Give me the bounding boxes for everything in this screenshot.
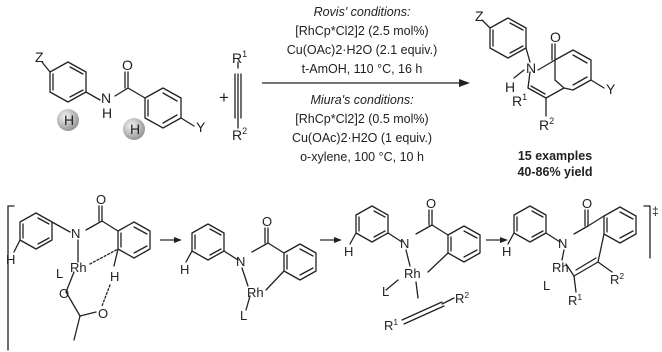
rovis-catalyst: [RhCp*Cl2]2 (2.5 mol%) [295,24,428,38]
h-label: H [6,252,15,267]
r2-label: R2 [455,290,469,306]
o-label: O [98,306,108,321]
l-label: L [382,284,389,299]
n-label: N [236,254,245,269]
h-label: H [180,262,189,277]
y-label: Y [606,81,616,97]
r1-label: R1 [232,49,247,66]
h-label: H [505,79,515,95]
l-label: L [240,308,247,323]
rovis-title: Rovis' conditions: [314,5,411,19]
arrowhead [459,79,470,87]
yield-range: 40-86% yield [517,165,592,179]
n-label: N [558,236,567,251]
plus-sign: + [219,88,229,107]
cmd-intermediate: N O H L Rh H O O [6,192,151,341]
rh-label: Rh [404,266,421,281]
o-label: O [96,192,106,207]
miura-conditions: Miura's conditions: [RhCp*Cl2]2 (0.5 mol… [292,93,432,164]
r1-label: R1 [512,92,527,109]
r1-label: R1 [568,292,582,308]
miura-catalyst: [RhCp*Cl2]2 (0.5 mol%) [295,112,428,126]
h-label: H [102,105,112,121]
r2-label: R2 [539,116,554,133]
h-atom-sphere [57,109,79,131]
z-label: Z [35,49,44,65]
o-label: O [550,29,561,45]
l-label: L [543,278,550,293]
alkyne: R1 R2 [232,49,247,143]
o-label: O [582,196,592,211]
starting-benzanilide: Z N H O H H Y [35,49,206,140]
rh-label: Rh [552,260,569,275]
rh-label: Rh [247,285,264,300]
arrowhead [174,237,182,243]
rh-label: Rh [70,260,87,275]
n-label: N [526,60,536,76]
mechanism-bracket: ‡ [7,204,659,351]
h-label: H [130,121,140,137]
transition-state-dagger: ‡ [652,204,659,218]
alkyne-coordination-intermediate: N O H Rh L R2 R1 [344,196,481,333]
insertion-intermediate: N O H Rh L R1 R2 [502,196,637,308]
rhodacycle-intermediate: N O H Rh L [180,214,317,323]
arrowhead [500,237,508,243]
r2-label: R2 [232,126,247,143]
r1-label: R1 [384,317,398,333]
rovis-solvent: t-AmOH, 110 °C, 16 h [302,62,423,76]
examples-count: 15 examples [518,149,592,163]
n-label: N [400,236,409,251]
r2-label: R2 [610,271,624,287]
n-label: N [71,226,80,241]
miura-title: Miura's conditions: [310,93,413,107]
h-label: H [64,112,74,128]
h-label: H [502,244,511,259]
h-label: H [344,244,353,259]
rovis-conditions: Rovis' conditions: [RhCp*Cl2]2 (2.5 mol%… [287,5,438,76]
miura-solvent: o-xylene, 100 °C, 10 h [300,150,424,164]
arrowhead [334,237,342,243]
n-label: N [101,90,111,106]
isoquinolone-product: Z N O H R1 R2 Y [475,8,616,133]
h-label: H [110,269,119,284]
miura-oxidant: Cu(OAc)2·H2O (1 equiv.) [292,131,432,145]
o-label: O [122,57,133,73]
o-label: O [59,286,69,301]
z-label: Z [475,8,484,24]
h-atom-sphere [123,118,145,140]
o-label: O [262,214,272,229]
o-label: O [426,196,436,211]
l-label: L [56,266,63,281]
y-label: Y [196,119,206,135]
rovis-oxidant: Cu(OAc)2·H2O (2.1 equiv.) [287,43,438,57]
